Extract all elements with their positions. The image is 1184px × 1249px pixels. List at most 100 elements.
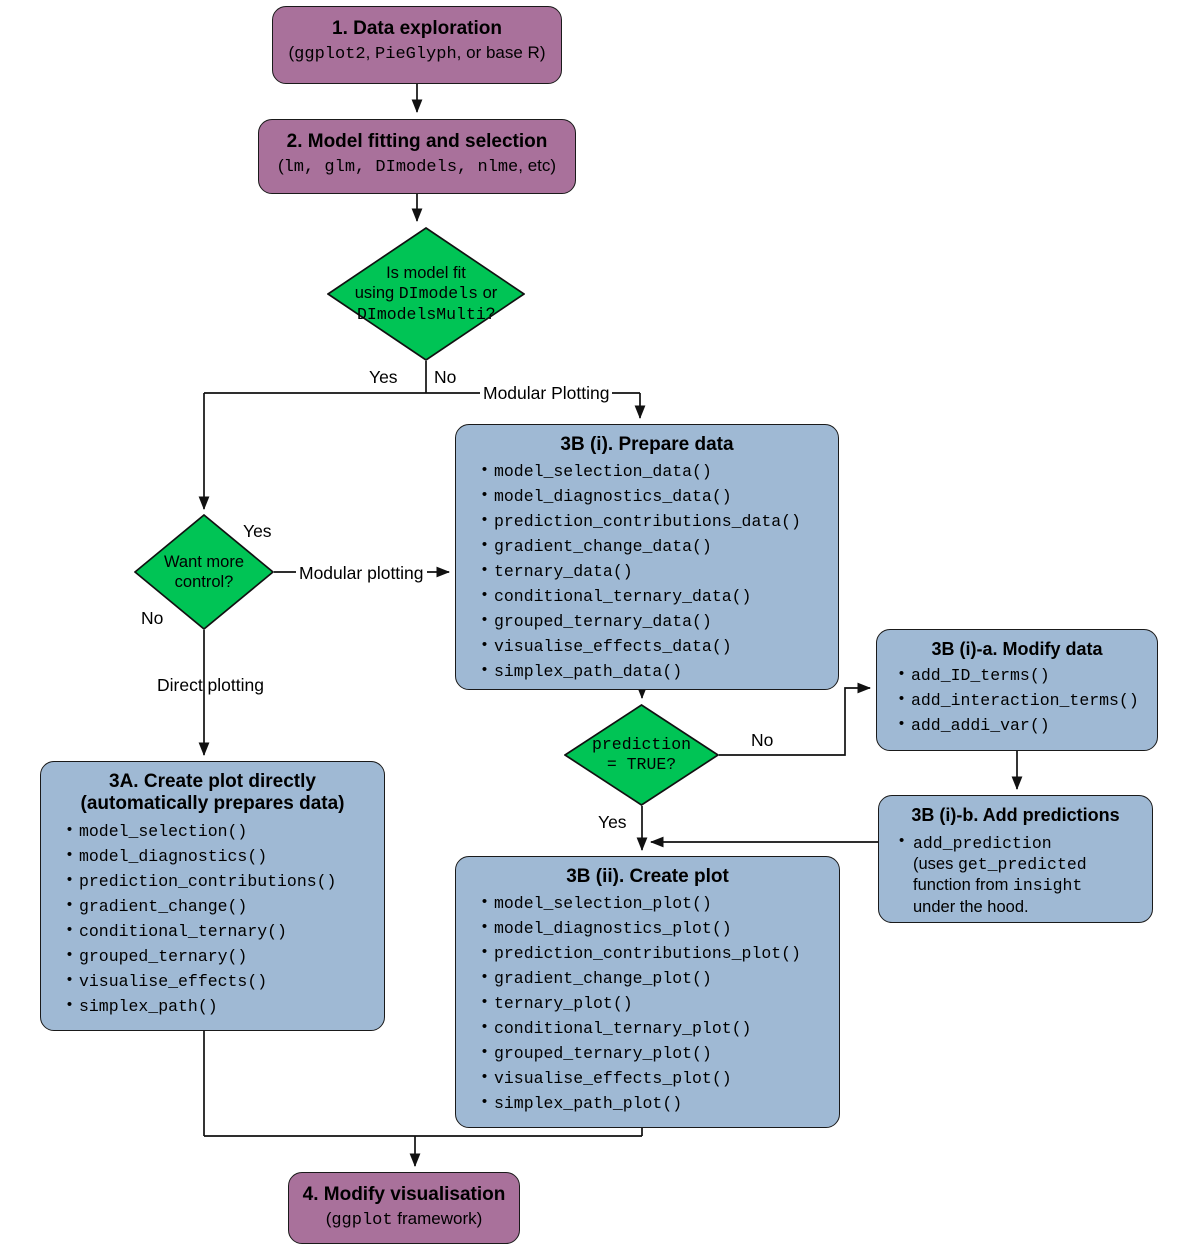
list-item: model_diagnostics_data() — [474, 488, 838, 506]
list-item: gradient_change() — [59, 898, 384, 916]
list-item: ternary_data() — [474, 563, 838, 581]
diamond-shape — [134, 514, 274, 630]
edge-label-decision3-no: No — [751, 730, 774, 750]
fn-add-prediction: add_prediction — [913, 834, 1052, 854]
list-item: model_selection_data() — [474, 463, 838, 481]
list-item: model_selection() — [59, 823, 384, 841]
node-title: 3B (i). Prepare data — [560, 434, 734, 455]
decision-prediction-true[interactable]: prediction = TRUE? — [564, 704, 719, 806]
list-item: simplex_path_data() — [474, 663, 838, 681]
decision-line-3-post: ? — [485, 305, 495, 324]
list-item: conditional_ternary() — [59, 923, 384, 941]
list-item: simplex_path_plot() — [474, 1095, 839, 1113]
list-item: gradient_change_plot() — [474, 970, 839, 988]
list-item: model_selection_plot() — [474, 895, 839, 913]
edge-label-decision2-yes: Yes — [243, 521, 272, 541]
edge-label-modular-plotting: Modular plotting — [296, 563, 427, 584]
node-prepare-data[interactable]: 3B (i). Prepare data model_selection_dat… — [455, 424, 839, 690]
node-title: 1. Data exploration — [332, 18, 502, 39]
edge-label-direct-plotting: Direct plotting — [157, 675, 264, 695]
decision-label: prediction = TRUE? — [564, 704, 719, 806]
note-under-hood: under the hood. — [913, 897, 1029, 916]
function-list: add_prediction(uses get_predictedfunctio… — [879, 832, 1152, 917]
function-list: add_ID_terms() add_interaction_terms() a… — [877, 667, 1157, 735]
list-item: visualise_effects() — [59, 973, 384, 991]
decision-line-2-pre: using — [354, 283, 399, 302]
node-title: 3B (i)-b. Add predictions — [911, 805, 1120, 825]
decision-line-1: Want more — [163, 552, 245, 571]
pkg-insight: insight — [1012, 876, 1083, 896]
function-list: model_selection_data() model_diagnostics… — [456, 463, 838, 681]
node-title-line-2: (automatically prepares data) — [80, 793, 345, 815]
edge-label-decision3-yes: Yes — [598, 812, 627, 832]
list-item: add_addi_var() — [891, 717, 1157, 735]
decision-line-1: prediction — [591, 734, 692, 754]
node-title: 3B (i)-a. Modify data — [931, 639, 1103, 659]
edge-decision3-no-to-modify-data — [719, 682, 872, 756]
subtitle-tail: framework) — [392, 1209, 483, 1229]
node-data-exploration[interactable]: 1. Data exploration (ggplot2, PieGlyph, … — [272, 6, 562, 84]
node-title: 2. Model fitting and selection — [286, 131, 548, 152]
decision-line-2: = TRUE? — [606, 755, 677, 774]
pkg-ggplot: ggplot — [331, 1211, 393, 1231]
paren-open: ( — [277, 156, 284, 176]
decision-is-model-fit-dimodels[interactable]: Is model fit using DImodels or DImodelsM… — [327, 227, 525, 361]
list-item: simplex_path() — [59, 998, 384, 1016]
list-item: gradient_change_data() — [474, 538, 838, 556]
diamond-shape — [564, 704, 719, 806]
pkg-dimodels: DImodels — [398, 283, 478, 303]
node-modify-data[interactable]: 3B (i)-a. Modify data add_ID_terms() add… — [876, 629, 1158, 751]
comma: , — [365, 43, 376, 63]
list-item: visualise_effects_plot() — [474, 1070, 839, 1088]
list-item: conditional_ternary_plot() — [474, 1020, 839, 1038]
node-create-plot[interactable]: 3B (ii). Create plot model_selection_plo… — [455, 856, 840, 1128]
subtitle-tail: , etc) — [518, 156, 557, 176]
function-list: model_selection_plot() model_diagnostics… — [456, 895, 839, 1113]
list-item: prediction_contributions_plot() — [474, 945, 839, 963]
pkg-dimodelsmulti: DImodelsMulti — [357, 305, 486, 325]
decision-line-2-post: or — [477, 283, 498, 302]
node-modify-visualisation[interactable]: 4. Modify visualisation (ggplot framewor… — [288, 1172, 520, 1244]
pkg-list: lm, glm, DImodels, nlme — [283, 158, 519, 178]
decision-line-1: Is model fit — [386, 263, 466, 282]
function-list: model_selection() model_diagnostics() pr… — [41, 823, 384, 1016]
decision-line-2: control? — [174, 573, 234, 591]
list-item: add_ID_terms() — [891, 667, 1157, 685]
node-subtitle: (lm, glm, DImodels, nlme, etc) — [259, 156, 575, 178]
node-title: 3B (ii). Create plot — [566, 866, 729, 887]
node-title: 4. Modify visualisation — [302, 1184, 506, 1205]
edge-label-decision1-yes: Yes — [369, 367, 398, 387]
decision-label: Is model fit using DImodels or DImodelsM… — [327, 227, 525, 361]
list-item: grouped_ternary_plot() — [474, 1045, 839, 1063]
list-item: add_interaction_terms() — [891, 692, 1157, 710]
decision-want-more-control[interactable]: Want more control? — [134, 514, 274, 630]
decision-label: Want more control? — [134, 514, 274, 630]
node-title-line-1: 3A. Create plot directly — [109, 771, 316, 792]
note-function-from: function from — [913, 876, 1013, 895]
list-item: add_prediction(uses get_predictedfunctio… — [893, 832, 1152, 917]
list-item: grouped_ternary() — [59, 948, 384, 966]
list-item: model_diagnostics() — [59, 848, 384, 866]
list-item: conditional_ternary_data() — [474, 588, 838, 606]
node-subtitle: (ggplot framework) — [289, 1209, 519, 1231]
diamond-shape — [327, 227, 525, 361]
edge-label-decision1-no: No — [434, 367, 457, 387]
node-create-plot-directly[interactable]: 3A. Create plot directly (automatically … — [40, 761, 385, 1031]
fn-get-predicted: get_predicted — [957, 855, 1087, 875]
node-subtitle: (ggplot2, PieGlyph, or base R) — [273, 43, 561, 65]
node-model-fitting-selection[interactable]: 2. Model fitting and selection (lm, glm,… — [258, 119, 576, 194]
paren-open: ( — [288, 43, 295, 63]
note-uses: (uses — [913, 855, 958, 874]
list-item: visualise_effects_data() — [474, 638, 838, 656]
edge-label-decision2-no: No — [141, 608, 164, 628]
pkg-ggplot2: ggplot2 — [294, 45, 366, 65]
list-item: grouped_ternary_data() — [474, 613, 838, 631]
pkg-pieglyph: PieGlyph — [375, 45, 457, 65]
list-item: prediction_contributions_data() — [474, 513, 838, 531]
list-item: model_diagnostics_plot() — [474, 920, 839, 938]
list-item: prediction_contributions() — [59, 873, 384, 891]
list-item: ternary_plot() — [474, 995, 839, 1013]
node-add-predictions[interactable]: 3B (i)-b. Add predictions add_prediction… — [878, 795, 1153, 923]
subtitle-tail: , or base R) — [456, 43, 546, 63]
